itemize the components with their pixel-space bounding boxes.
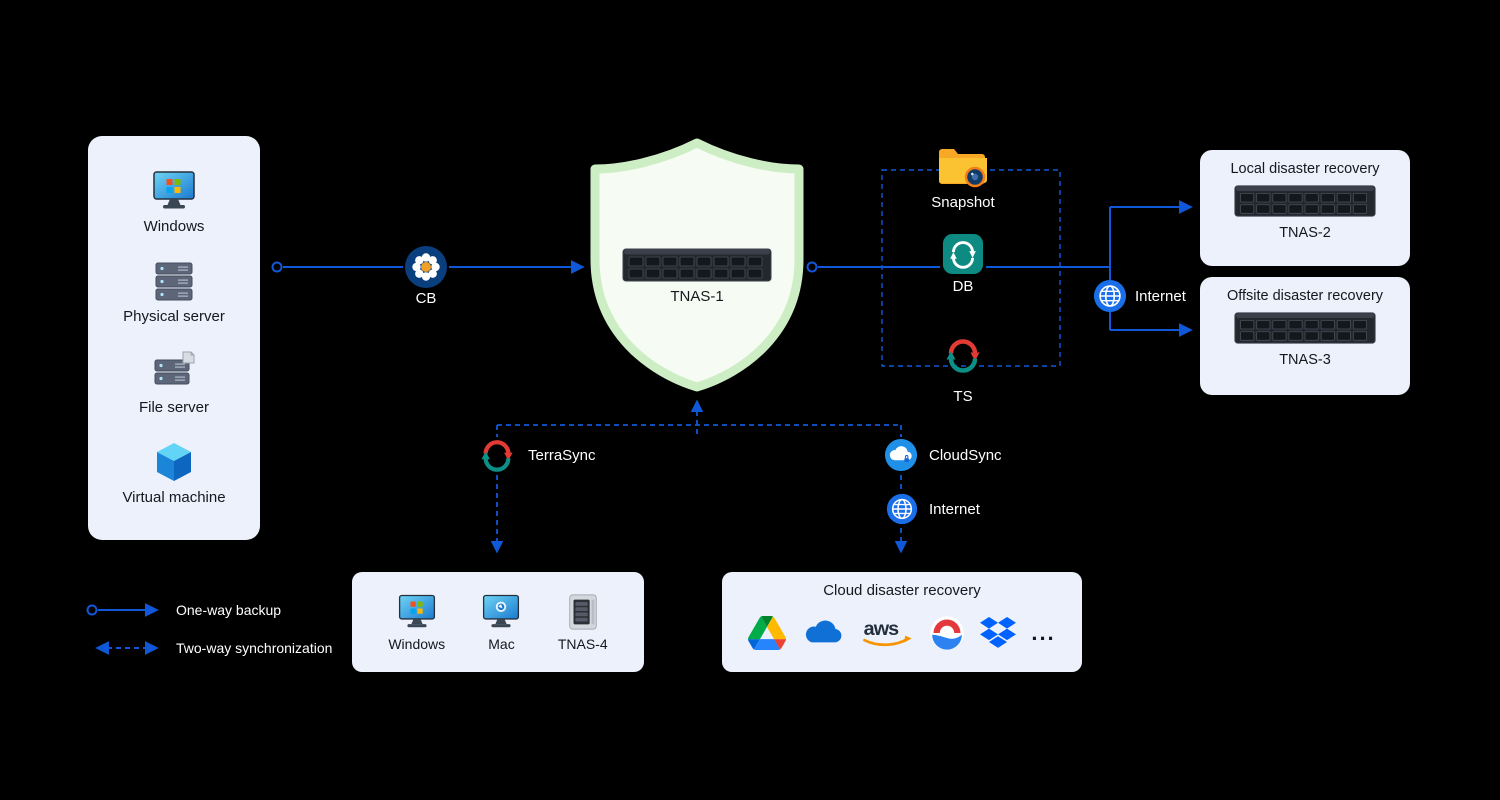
- tnas3-device-image: [1230, 310, 1380, 346]
- source-physical-server: Physical server: [123, 260, 225, 325]
- cloud-recovery-panel: Cloud disaster recovery ...: [722, 572, 1082, 672]
- legend-two-way-label: Two-way synchronization: [176, 640, 333, 656]
- source-virtual-machine: Virtual machine: [122, 441, 226, 507]
- tnas3-label: TNAS-3: [1279, 352, 1331, 368]
- main-backup-line: [271, 260, 1110, 274]
- tnas1-label: TNAS-1: [670, 288, 724, 305]
- offsite-recovery-panel: Offsite disaster recovery TNAS-3: [1200, 277, 1410, 395]
- internet-cloud-label: Internet: [929, 501, 980, 518]
- db-label: DB: [952, 278, 974, 295]
- sync-targets-panel: Windows Mac TNAS-4: [352, 572, 644, 672]
- onedrive-icon: [801, 619, 845, 646]
- source-file-server: File server: [139, 351, 209, 416]
- cb-icon: [404, 245, 448, 289]
- internet-label: Internet: [1135, 288, 1186, 305]
- cloud-services-row: ...: [722, 599, 1082, 672]
- tnas1-device-image: [622, 246, 772, 284]
- aws-icon: [860, 617, 914, 648]
- target-mac: Mac: [481, 593, 521, 652]
- terrasync-icon: [480, 438, 514, 472]
- source-label: Virtual machine: [122, 489, 226, 507]
- google-drive-icon: [748, 616, 786, 650]
- db-sync-icon: [942, 233, 984, 275]
- mac-monitor-icon: [481, 593, 521, 631]
- source-label: File server: [138, 398, 209, 416]
- physical-server-icon: [151, 260, 197, 302]
- legend-one-way-line: [86, 604, 98, 616]
- snapshot-label: Snapshot: [931, 194, 995, 211]
- tnas2-device-image: [1230, 183, 1380, 219]
- backup-sources-panel: Windows Physical server File server Virt…: [88, 136, 260, 540]
- dropbox-icon: [980, 617, 1016, 648]
- ts-label: TS: [953, 388, 973, 405]
- target-tnas4: TNAS-4: [558, 593, 608, 652]
- terrasync-label: TerraSync: [528, 447, 596, 464]
- source-label: Physical server: [123, 308, 225, 326]
- local-recovery-title: Local disaster recovery: [1230, 161, 1380, 177]
- windows-monitor-icon: [151, 170, 197, 212]
- cloudsync-icon: [884, 438, 918, 472]
- offsite-recovery-title: Offsite disaster recovery: [1226, 288, 1384, 304]
- tnas4-label: TNAS-4: [557, 635, 608, 652]
- cloud-recovery-title: Cloud disaster recovery: [823, 582, 981, 599]
- virtual-machine-icon: [151, 441, 197, 483]
- source-windows: Windows: [143, 170, 205, 235]
- target-label: Windows: [388, 635, 446, 652]
- target-windows: Windows: [388, 593, 445, 652]
- tower-nas-icon: [563, 593, 603, 631]
- internet-globe-icon: [1093, 279, 1127, 313]
- file-server-icon: [151, 351, 197, 393]
- local-recovery-panel: Local disaster recovery TNAS-2: [1200, 150, 1410, 266]
- legend-graphics: [86, 603, 159, 655]
- legend-one-way-label: One-way backup: [176, 602, 282, 618]
- baidu-netdisk-icon: [929, 615, 965, 651]
- snapshot-folder-icon: [937, 144, 989, 190]
- source-label: Windows: [143, 217, 205, 235]
- cb-label: CB: [415, 290, 437, 307]
- internet-globe-icon: [886, 493, 918, 525]
- tnas2-label: TNAS-2: [1279, 225, 1331, 241]
- target-label: Mac: [488, 635, 515, 652]
- sync-dashed-lines: [490, 399, 908, 554]
- cloudsync-label: CloudSync: [929, 447, 1002, 464]
- ts-sync-icon: [945, 337, 981, 373]
- more-services-ellipsis: ...: [1031, 619, 1056, 645]
- windows-monitor-icon: [397, 593, 437, 631]
